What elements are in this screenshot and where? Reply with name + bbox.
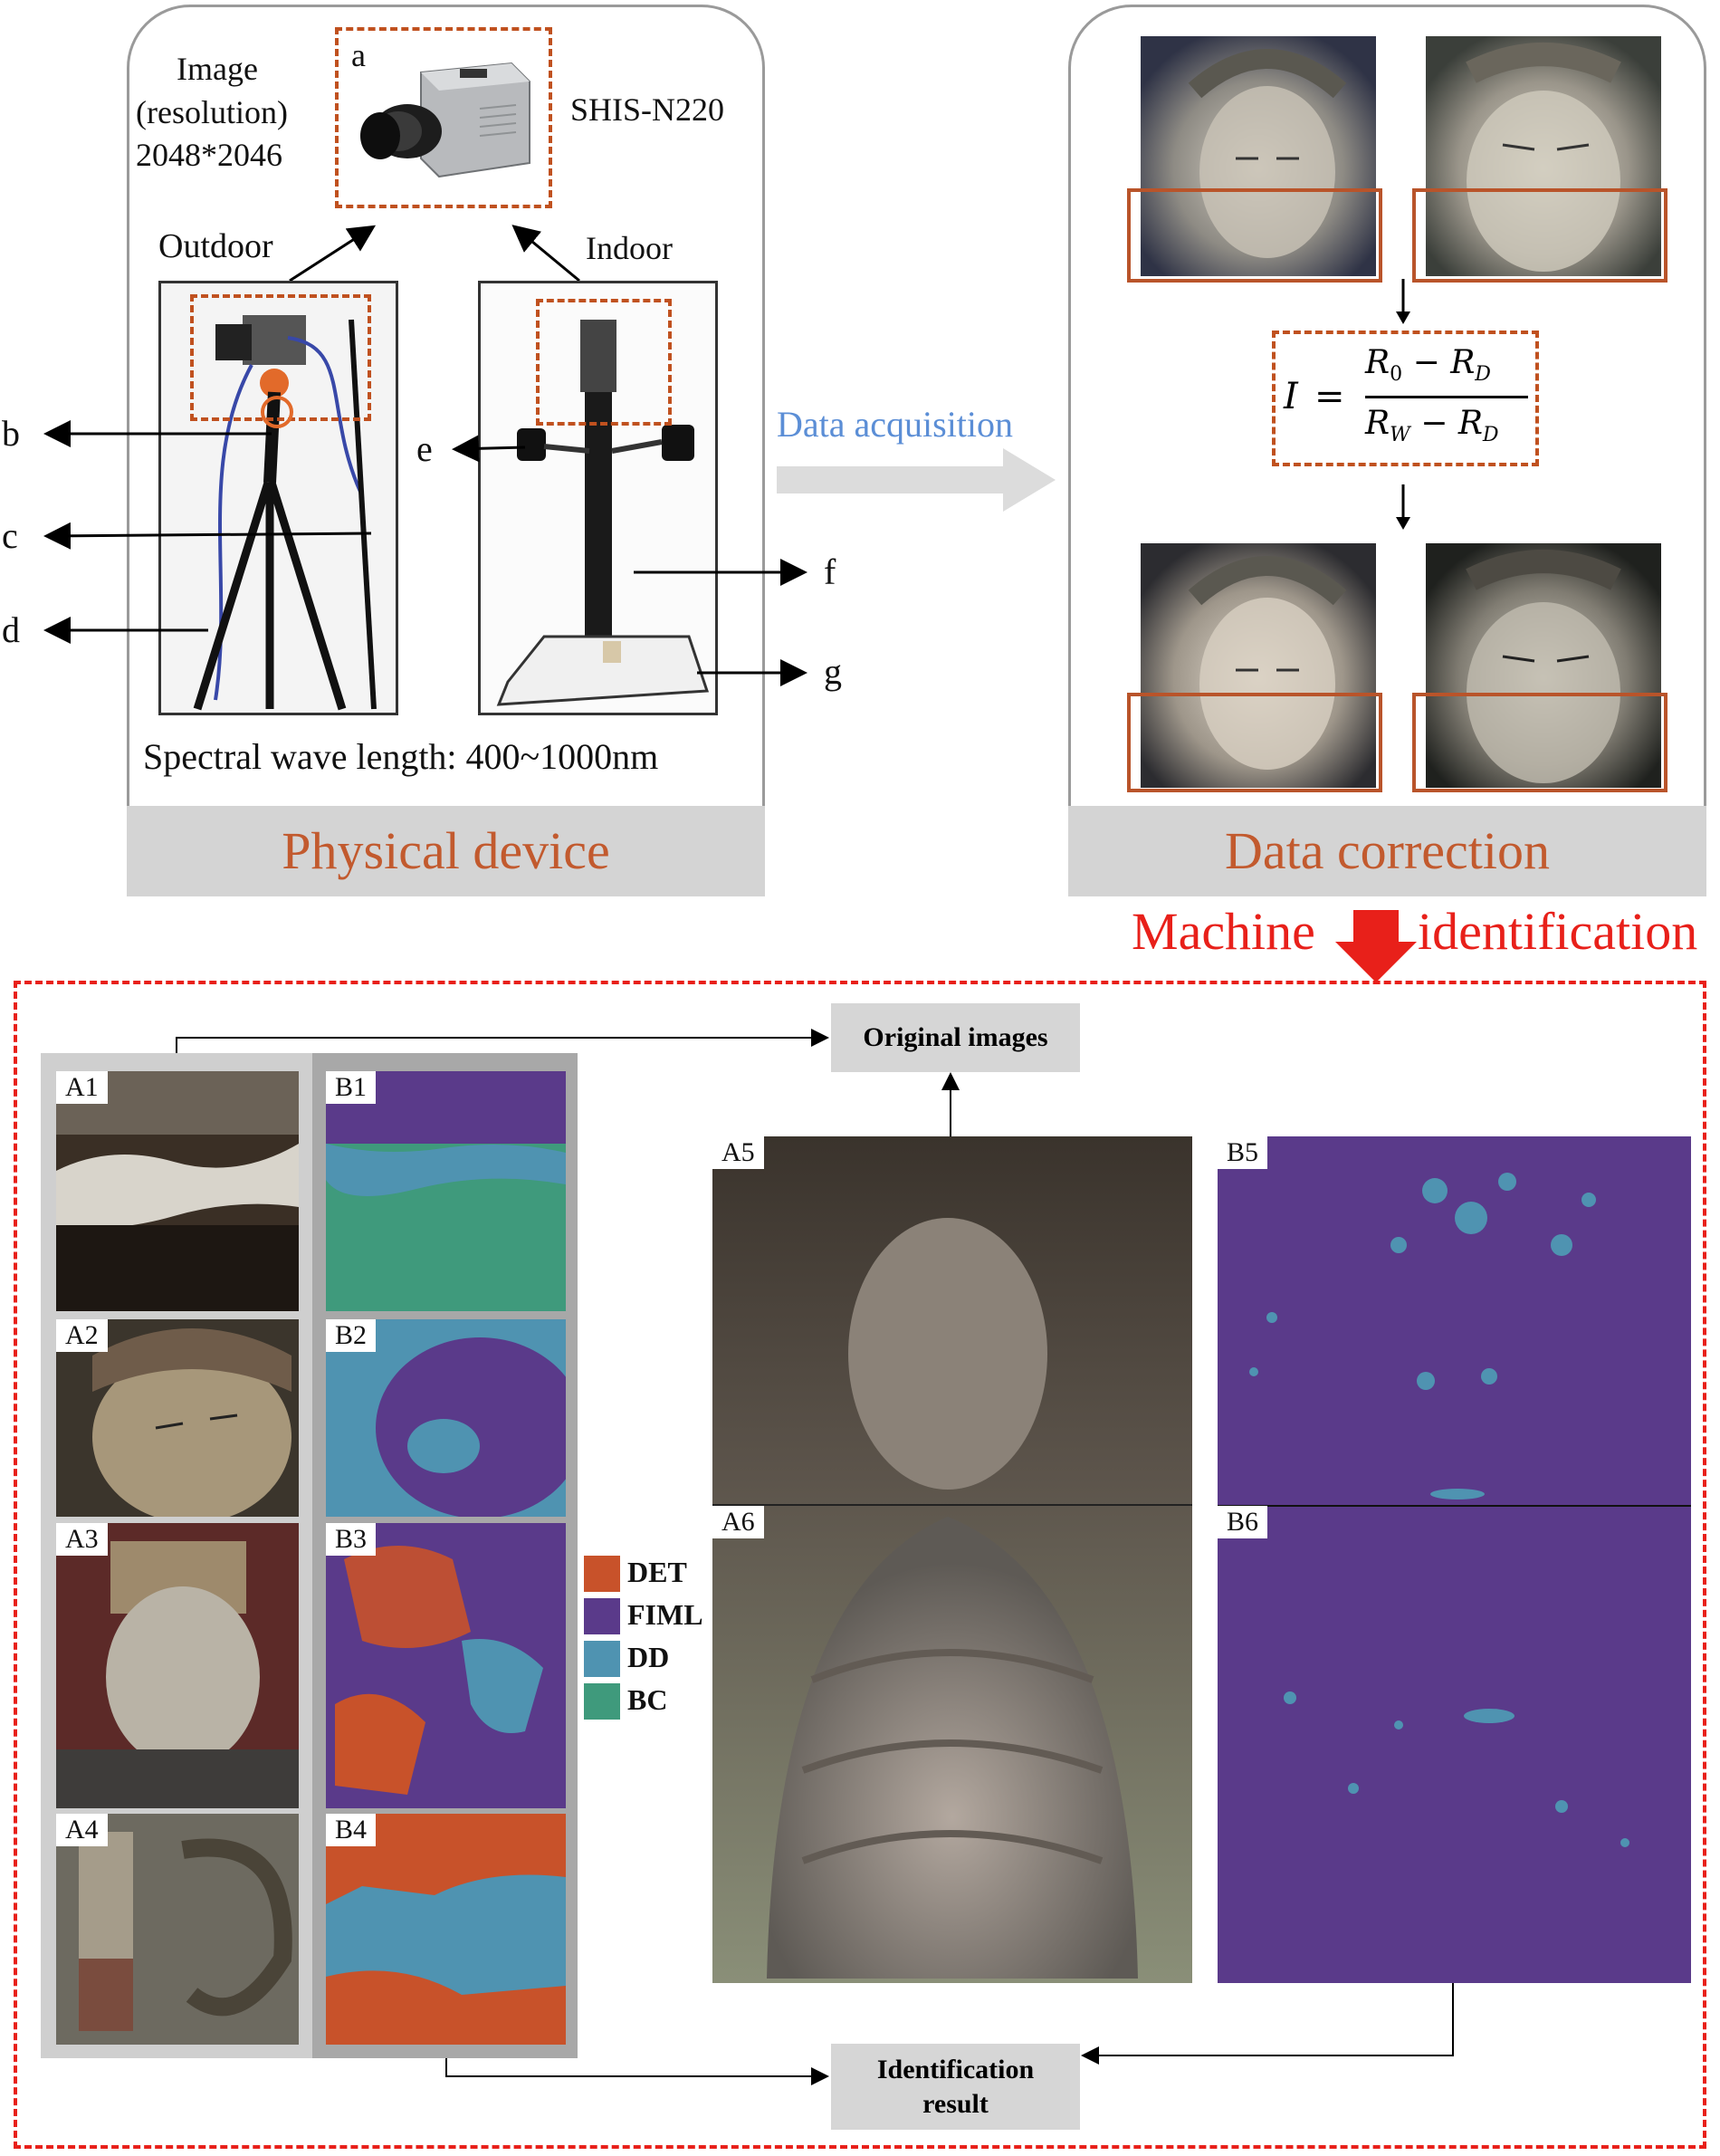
letter-f: f [824,551,836,592]
legend-swatch-fiml [584,1598,620,1634]
formula-denominator: RW − RD [1365,405,1499,447]
tile-b3-label: B3 [326,1523,377,1556]
tile-b2-label: B2 [326,1319,377,1352]
formula: I = R0 − RD RW − RD [1284,340,1537,457]
camera-link-arrows [289,225,580,283]
resolution-label-1: Image [177,51,258,87]
camera-model-label: SHIS-N220 [570,91,725,128]
tile-a3-label: A3 [56,1523,108,1556]
down-arrow-2 [1396,484,1410,530]
flow-connectors [176,1029,1454,2085]
legend-swatch-bc [584,1683,620,1720]
tile-b2 [326,1319,566,1517]
identification-result-line2: result [922,2089,989,2119]
tile-a1-label: A1 [56,1071,108,1104]
formula-bar [1365,396,1528,398]
legend-swatch-det [584,1556,620,1592]
letter-d: d [2,609,20,650]
machine-down-arrow [1335,910,1417,982]
tile-b1 [326,1071,566,1311]
physical-device-footer: Physical device [127,806,765,896]
outdoor-highlight-circle [261,396,293,428]
tile-b1-label: B1 [326,1071,377,1104]
formula-numerator: R0 − RD [1365,344,1491,387]
tile-b5-b6-image [1218,1136,1691,1983]
tile-b5-label: B5 [1218,1136,1268,1169]
indoor-stand-image [481,283,715,713]
indoor-camera-dashed-box [536,299,672,426]
highlight-frame-2b [1412,693,1667,792]
identification-result-line1: Identification [876,2055,1035,2084]
tile-a4-label: A4 [56,1814,108,1846]
tile-b3 [326,1523,566,1808]
legend-label-fiml: FIML [627,1598,703,1631]
highlight-frame-1a [1127,188,1382,283]
indoor-label: Indoor [586,230,673,266]
spectral-range-label: Spectral wave length: 400~1000nm [143,736,659,777]
tile-a1 [56,1071,299,1311]
tile-b4-label: B4 [326,1814,377,1846]
data-correction-footer: Data correction [1068,806,1706,896]
data-acquisition-label: Data acquisition [777,404,1014,445]
tile-b6-label: B6 [1218,1506,1268,1538]
legend-label-bc: BC [627,1683,668,1716]
original-images-box: Original images [831,1003,1080,1072]
camera-dashed-box [335,27,552,208]
face-image-corrected-1 [1141,543,1376,788]
data-acquisition-arrow [777,448,1056,512]
letter-g: g [824,651,842,692]
legend-label-det: DET [627,1556,687,1588]
formula-eq: = [1314,376,1345,417]
face-image-uncorrected-2 [1426,36,1661,276]
identification-result-box: Identification result [831,2044,1080,2130]
tile-a6-label: A6 [712,1506,764,1538]
letter-a: a [351,37,366,73]
part-pointer-arrows [43,420,807,686]
identification-panel [14,981,1706,2149]
down-arrow-1 [1396,279,1410,324]
tile-a2-label: A2 [56,1319,108,1352]
letter-e: e [416,428,433,469]
letter-b: b [2,413,20,454]
tile-a2 [56,1319,299,1517]
tile-a5-a6-image [712,1136,1192,1983]
face-image-uncorrected-1 [1141,36,1376,276]
legend-label-dd: DD [627,1641,670,1673]
letter-c: c [2,515,18,556]
highlight-frame-2a [1412,188,1667,283]
highlight-frame-1b [1127,693,1382,792]
resolution-label-2: (resolution) [136,94,288,130]
outdoor-label: Outdoor [158,227,273,265]
camera-image [360,62,530,178]
tile-a5-label: A5 [712,1136,764,1169]
tile-b4 [326,1814,566,2045]
legend-swatch-dd [584,1641,620,1677]
tile-a4 [56,1814,299,2045]
identification-label: identification [1418,902,1698,961]
formula-box [1272,331,1539,466]
formula-i: I [1284,376,1298,417]
outdoor-tripod-image [161,283,396,713]
machine-label: Machine [1132,902,1315,961]
tile-a3 [56,1523,299,1808]
resolution-label-3: 2048*2046 [136,137,282,173]
